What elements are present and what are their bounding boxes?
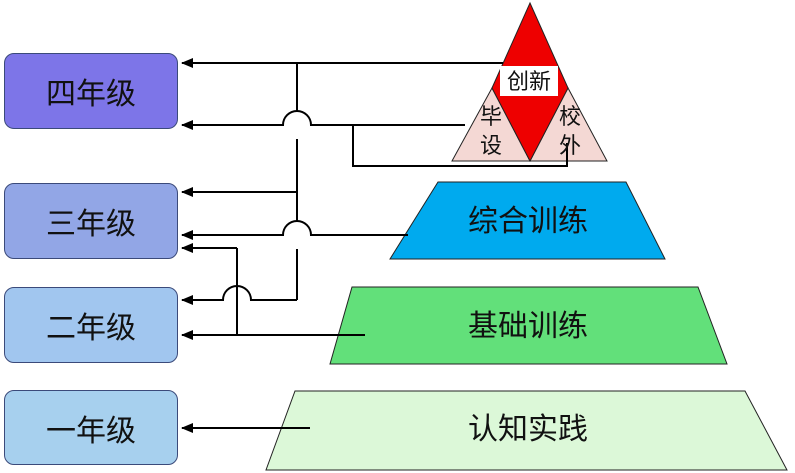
basic-training-level xyxy=(329,286,728,365)
comprehensive-training-level xyxy=(389,181,666,260)
cognitive-practice-label: 认知实践 xyxy=(468,412,588,447)
connector-lines xyxy=(181,58,568,433)
innovation-label-bg xyxy=(500,66,558,96)
comprehensive-training-label: 综合训练 xyxy=(468,204,588,239)
graduation-design-label-1: 毕 xyxy=(480,105,502,130)
grade-2-box: 二年级 xyxy=(4,287,178,363)
off-campus-label-2: 外 xyxy=(559,134,581,159)
grade-3-box: 三年级 xyxy=(4,183,178,259)
cognitive-practice-level xyxy=(265,390,788,471)
graduation-design-label-2: 设 xyxy=(480,134,502,159)
grade-4-box: 四年级 xyxy=(4,53,178,129)
grade-1-box: 一年级 xyxy=(4,390,178,465)
innovation-label: 创新 xyxy=(507,70,551,95)
basic-training-label: 基础训练 xyxy=(468,309,588,344)
off-campus-label-1: 校 xyxy=(559,105,581,130)
